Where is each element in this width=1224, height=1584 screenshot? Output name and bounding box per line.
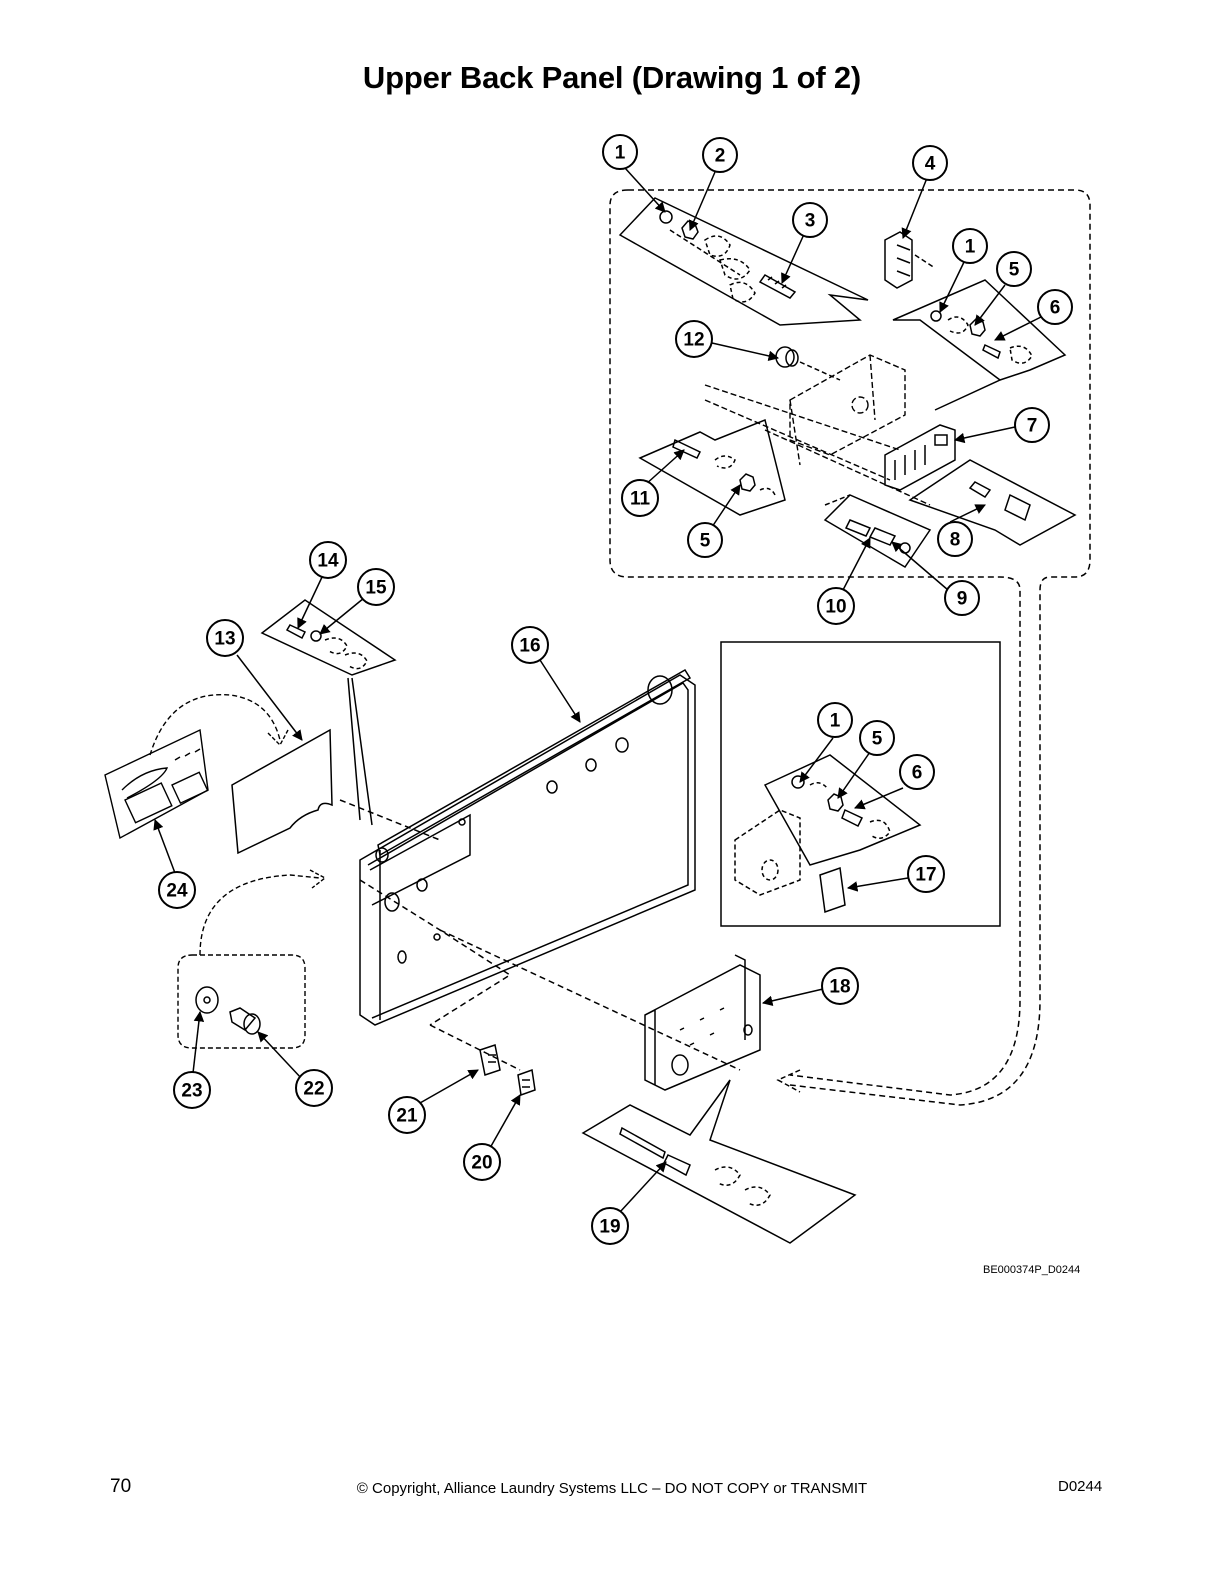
callout-5a: 5 <box>996 251 1032 287</box>
callout-23: 23 <box>173 1071 211 1109</box>
callout-1c: 1 <box>817 702 853 738</box>
callout-8: 8 <box>937 521 973 557</box>
knob-group-outline <box>177 874 321 1049</box>
decal-flow-arrow <box>149 693 281 756</box>
svg-text:6: 6 <box>912 763 923 784</box>
callout-13: 13 <box>206 619 244 657</box>
svg-text:1: 1 <box>965 237 976 258</box>
svg-text:12: 12 <box>683 330 704 351</box>
callout-17: 17 <box>907 855 945 893</box>
svg-text:13: 13 <box>214 629 235 650</box>
fastener-detail-left <box>638 418 786 516</box>
knob-detail <box>908 459 1077 546</box>
callout-20: 20 <box>463 1143 501 1181</box>
fastener-detail-right <box>892 279 1067 411</box>
screw-detail <box>618 197 869 326</box>
inset-detail <box>734 754 922 914</box>
knob-parts <box>195 986 261 1035</box>
callout-21: 21 <box>388 1096 426 1134</box>
svg-text:17: 17 <box>915 865 936 886</box>
svg-text:6: 6 <box>1050 298 1061 319</box>
svg-text:14: 14 <box>317 551 339 572</box>
decal-flow-arrowhead <box>267 729 289 747</box>
inset-box <box>720 641 1001 927</box>
page-title: Upper Back Panel (Drawing 1 of 2) <box>362 60 862 95</box>
screw-detail-upper-left <box>260 599 397 826</box>
callout-22: 22 <box>295 1069 333 1107</box>
svg-text:24: 24 <box>166 881 188 902</box>
back-panel <box>359 668 741 1071</box>
callout-1a: 1 <box>602 134 638 170</box>
shaft-detail <box>581 1079 857 1244</box>
callout-5b: 5 <box>687 522 723 558</box>
svg-text:10: 10 <box>825 597 846 618</box>
svg-text:23: 23 <box>181 1081 202 1102</box>
svg-text:15: 15 <box>365 578 387 599</box>
callout-4: 4 <box>912 145 948 181</box>
svg-text:1: 1 <box>830 711 841 732</box>
callout-15: 15 <box>357 568 395 606</box>
relay-board <box>884 424 956 491</box>
svg-text:1: 1 <box>615 143 626 164</box>
svg-text:16: 16 <box>519 636 540 657</box>
group-flow-arrowhead <box>776 1069 801 1093</box>
svg-text:22: 22 <box>303 1079 324 1100</box>
callout-5c: 5 <box>859 720 895 756</box>
svg-text:4: 4 <box>925 154 936 175</box>
svg-text:20: 20 <box>471 1153 492 1174</box>
detail-group-outline <box>609 189 1091 1106</box>
callout-10: 10 <box>817 587 855 625</box>
control-bracket <box>704 354 931 506</box>
switch-detail <box>823 494 932 569</box>
callout-balloons: 1 2 3 4 1 5 6 12 7 11 5 8 10 9 14 15 13 … <box>158 134 1073 1245</box>
callout-1b: 1 <box>952 228 988 264</box>
knob-group-arrowhead <box>309 869 327 889</box>
svg-text:21: 21 <box>396 1106 418 1127</box>
callout-7: 7 <box>1014 407 1050 443</box>
grommet <box>775 346 841 381</box>
svg-text:7: 7 <box>1027 416 1038 437</box>
leader-lines <box>153 167 1044 1213</box>
callout-3: 3 <box>792 202 828 238</box>
callout-12: 12 <box>675 320 713 358</box>
callout-14: 14 <box>309 541 347 579</box>
page-number: 70 <box>110 1476 132 1497</box>
svg-text:3: 3 <box>805 211 816 232</box>
lower-bracket <box>644 954 761 1091</box>
svg-text:18: 18 <box>829 977 850 998</box>
svg-text:9: 9 <box>957 589 968 610</box>
connectors <box>429 1024 536 1097</box>
svg-text:11: 11 <box>630 489 651 510</box>
terminal-block <box>884 231 936 289</box>
callout-16: 16 <box>511 626 549 664</box>
callout-24: 24 <box>158 871 196 909</box>
callout-6b: 6 <box>899 754 935 790</box>
callout-19: 19 <box>591 1207 629 1245</box>
svg-text:5: 5 <box>700 531 711 552</box>
overlay-panel <box>231 728 441 855</box>
svg-text:5: 5 <box>872 729 883 750</box>
svg-text:2: 2 <box>715 146 726 167</box>
callout-2: 2 <box>702 137 738 173</box>
drawing-id: BE000374P_D0244 <box>983 1264 1081 1276</box>
callout-18: 18 <box>821 967 859 1005</box>
callout-11: 11 <box>621 479 659 517</box>
svg-text:5: 5 <box>1009 260 1020 281</box>
document-code: D0244 <box>1058 1478 1103 1495</box>
copyright-notice: © Copyright, Alliance Laundry Systems LL… <box>356 1480 868 1497</box>
svg-text:19: 19 <box>599 1217 620 1238</box>
callout-6a: 6 <box>1037 289 1073 325</box>
callout-9: 9 <box>944 580 980 616</box>
svg-text:8: 8 <box>950 530 961 551</box>
label-decal <box>104 728 209 840</box>
